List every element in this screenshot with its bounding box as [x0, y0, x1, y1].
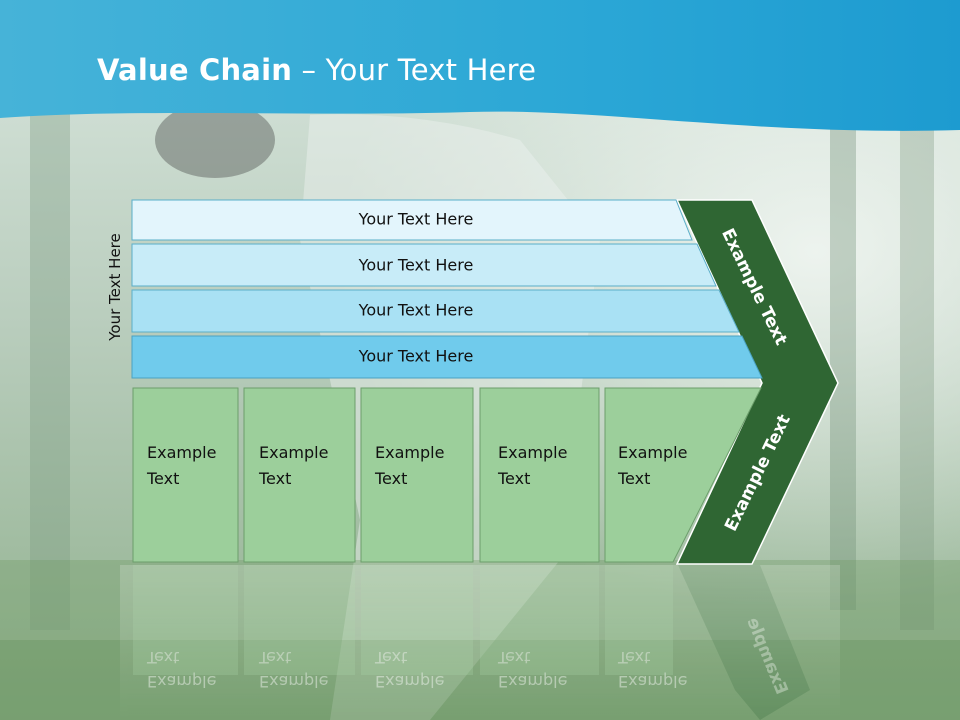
- row-label: Your Text Here: [358, 301, 474, 320]
- column-label-line2: Text: [497, 469, 530, 488]
- column-label-line1: Example: [498, 443, 567, 462]
- row-bar: [131, 289, 740, 333]
- column-1: Example Text: [243, 387, 356, 563]
- row-0: Your Text Here: [131, 199, 693, 241]
- column-label-line2: Text: [617, 469, 650, 488]
- row-label: Your Text Here: [358, 210, 474, 229]
- diagram-reflection: Text Example Text Example Text Example T…: [120, 565, 840, 720]
- column-box: [132, 387, 239, 563]
- row-bar: [131, 335, 763, 379]
- row-1: Your Text Here: [131, 243, 717, 287]
- column-label-line1: Example: [259, 443, 328, 462]
- row-bar: [131, 199, 693, 241]
- page-title: Value Chain – Your Text Here: [97, 53, 536, 87]
- column-label-line1: Example: [147, 443, 216, 462]
- row-bar: [131, 243, 717, 287]
- row-label: Your Text Here: [358, 256, 474, 275]
- title-rest: – Your Text Here: [292, 53, 537, 87]
- column-box: [479, 387, 600, 563]
- row-2: Your Text Here: [131, 289, 740, 333]
- column-label-line2: Text: [374, 469, 407, 488]
- title-bold: Value Chain: [97, 53, 293, 87]
- column-4: Example Text: [604, 387, 762, 563]
- column-label-line1: Example: [618, 443, 687, 462]
- column-label-line2: Text: [146, 469, 179, 488]
- column-label-line1: Example: [375, 443, 444, 462]
- column-2: Example Text: [360, 387, 474, 563]
- column-box: [360, 387, 474, 563]
- column-box: [243, 387, 356, 563]
- chevron-arrow: [675, 199, 839, 565]
- column-label-line2: Text: [258, 469, 291, 488]
- row-label: Your Text Here: [358, 347, 474, 366]
- column-box: [604, 387, 762, 563]
- column-3: Example Text: [479, 387, 600, 563]
- row-3: Your Text Here: [131, 335, 763, 379]
- column-0: Example Text: [132, 387, 239, 563]
